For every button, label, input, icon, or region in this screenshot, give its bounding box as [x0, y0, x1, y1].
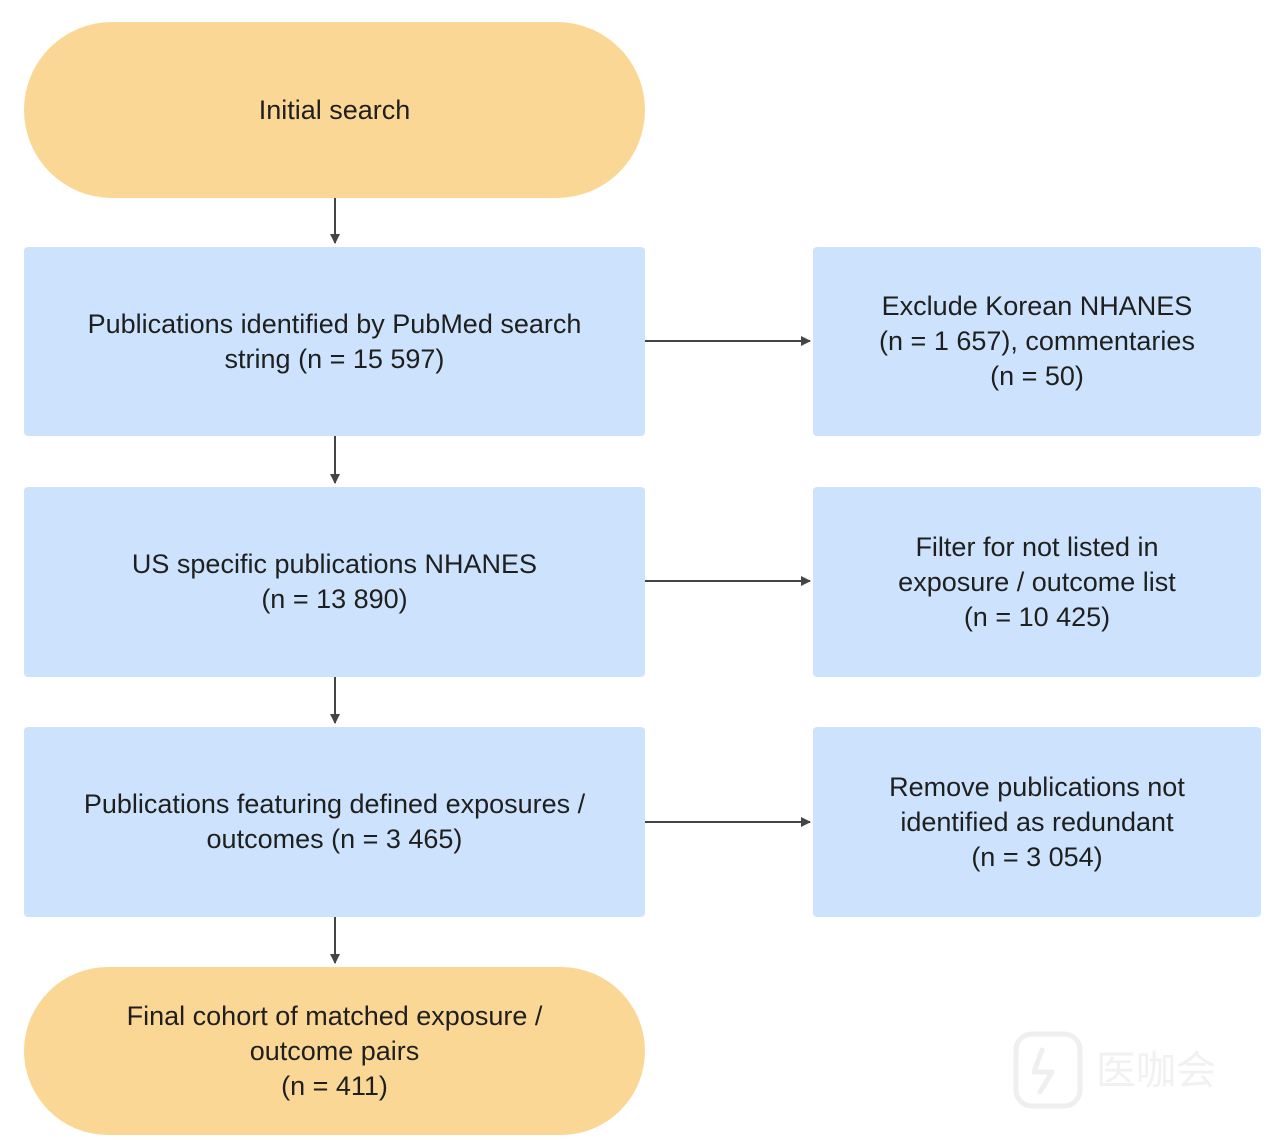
start-node-label: Initial search — [258, 94, 411, 125]
step-2-label: US specific publications NHANES (n = 13 … — [131, 549, 538, 614]
exclusion-3-label: Remove publications not identified as re… — [889, 771, 1185, 872]
end-node-label: Final cohort of matched exposure / outco… — [126, 1000, 543, 1101]
shield-logo-icon — [1013, 1031, 1083, 1109]
step-3-label: Publications featuring defined exposures… — [83, 789, 586, 854]
step-3-box: Publications featuring defined exposures… — [24, 727, 645, 917]
start-node: Initial search — [24, 22, 645, 198]
step-1-label: Publications identified by PubMed search… — [87, 308, 582, 374]
watermark-text: 医咖会 — [1096, 1048, 1216, 1094]
watermark-logo: 医咖会 — [1012, 1028, 1252, 1112]
exclusion-1-label: Exclude Korean NHANES (n = 1 657), comme… — [879, 291, 1195, 391]
exclusion-2-label: Filter for not listed in exposure / outc… — [898, 531, 1176, 632]
step-1-box: Publications identified by PubMed search… — [24, 247, 645, 436]
end-node: Final cohort of matched exposure / outco… — [24, 967, 645, 1135]
exclusion-1-box: Exclude Korean NHANES (n = 1 657), comme… — [813, 247, 1261, 436]
step-2-box: US specific publications NHANES (n = 13 … — [24, 487, 645, 677]
exclusion-3-box: Remove publications not identified as re… — [813, 727, 1261, 917]
exclusion-2-box: Filter for not listed in exposure / outc… — [813, 487, 1261, 677]
